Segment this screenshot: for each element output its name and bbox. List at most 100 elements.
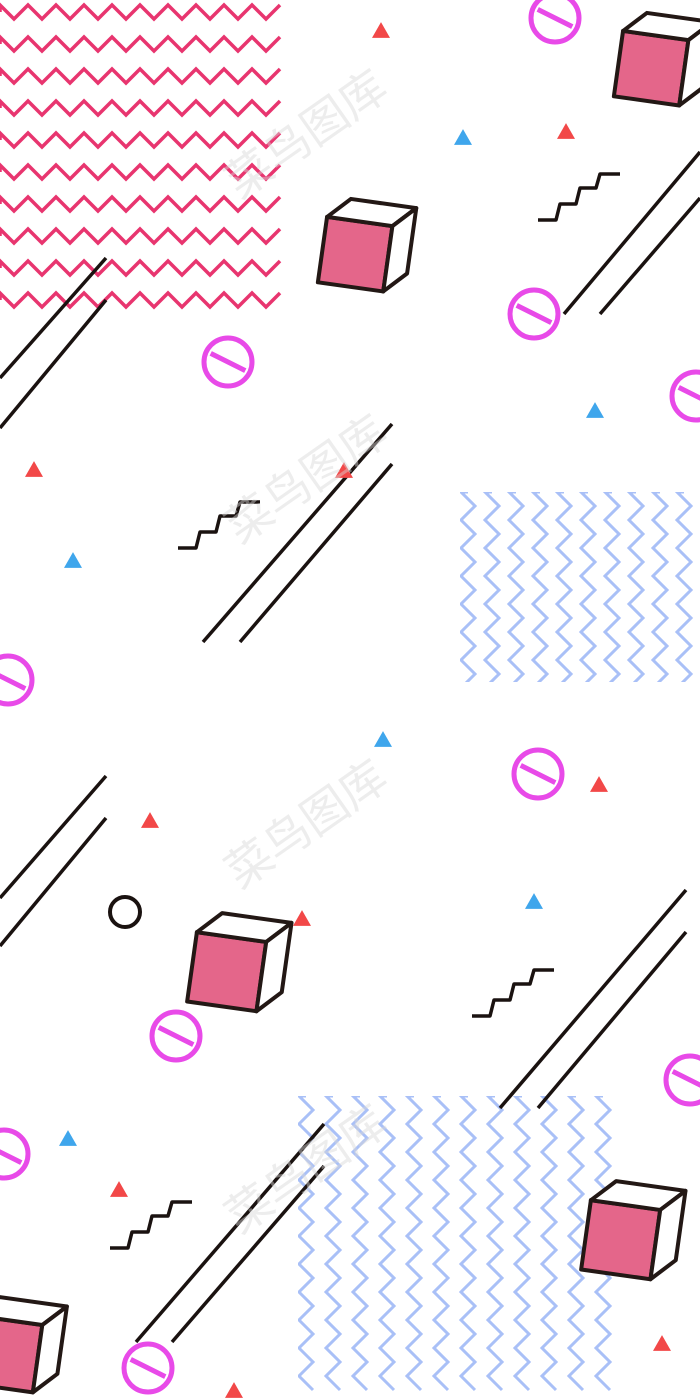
no-entry-bar [671,1069,700,1088]
no-entry-sign-icon [0,1127,31,1181]
ring-icon [108,895,142,929]
pink-zigzag-line [0,194,282,214]
cube-side-face [30,1304,69,1395]
cube-icon [579,1179,688,1282]
no-entry-ring [507,287,561,341]
diagonal-line [0,816,108,948]
no-entry-sign-icon [528,0,582,45]
blue-zigzag-line [539,1096,559,1392]
triangle-icon [372,22,390,38]
triangle-icon [25,461,43,477]
no-entry-sign-icon [201,335,255,389]
diagonal-line [0,774,108,900]
no-entry-ring [528,0,582,45]
blue-zigzag-line [460,492,478,682]
squiggle-icon [538,172,620,222]
triangle-icon [64,552,82,568]
no-entry-sign-icon [669,369,700,423]
cube-side-face [677,20,700,108]
no-entry-ring [149,1009,203,1063]
diagonal-line [170,1164,326,1344]
cube-icon [185,911,294,1014]
diagonal-line [0,298,108,430]
blue-zigzag-line [323,1096,343,1392]
no-entry-ring [663,1053,700,1107]
triangle-icon [141,812,159,828]
no-entry-ring [669,369,700,423]
triangle-icon [590,776,608,792]
cube-side-face [381,206,419,294]
diagonal-line [536,930,688,1110]
no-entry-bar [0,673,27,691]
cube-top-face [621,10,700,43]
diagonal-line [201,422,394,644]
triangle-icon [225,1382,243,1398]
squiggle-icon [472,968,554,1018]
blue-zigzag-line [298,1096,316,1392]
watermark-text: 菜鸟图库 [215,749,397,899]
blue-zigzag-pattern [460,492,694,682]
no-entry-bar [536,7,574,29]
no-entry-bar [209,351,247,373]
pink-zigzag-line [0,226,282,246]
blue-zigzag-line [674,492,694,682]
watermark-text: 菜鸟图库 [215,59,397,209]
blue-zigzag-line [458,1096,478,1392]
diagonal-line [134,1122,326,1344]
triangle-icon [335,462,353,478]
blue-zigzag-line [485,1096,505,1392]
no-entry-sign-icon [149,1009,203,1063]
squiggle-icons [110,172,620,1250]
blue-zigzag-line [506,492,526,682]
blue-zigzag-line [650,492,670,682]
blue-zigzag-line [404,1096,424,1392]
no-entry-bar [677,385,700,401]
triangle-icon [653,1335,671,1351]
pink-zigzag-line [0,290,282,310]
pink-zigzag-line [0,2,282,22]
diagonal-line [0,256,108,380]
no-entry-bar [157,1025,195,1047]
blue-zigzag-line [530,492,550,682]
blue-zigzag-line [554,492,574,682]
no-entry-ring [511,747,565,801]
cube-side-face [648,1188,688,1282]
cube-icon [0,1295,69,1395]
triangle-icon [110,1181,128,1197]
triangle-icons [25,22,671,1398]
pink-zigzag-line [0,130,282,150]
blue-zigzag-pattern [298,1096,613,1392]
no-entry-sign-icon [511,747,565,801]
no-entry-sign-icon [0,653,35,707]
cube-front-face [315,214,395,294]
no-entry-bar [515,303,553,325]
blue-zigzag-line [626,492,646,682]
diagonal-line-pairs [0,150,700,1344]
no-entry-sign-icon [663,1053,700,1107]
no-entry-bar [0,1149,23,1165]
cube-icon [611,10,700,108]
blue-zigzag-line [350,1096,370,1392]
pink-zigzag-line [0,98,282,118]
triangle-icon [59,1130,77,1146]
blue-zigzag-line [482,492,502,682]
diagonal-line [498,888,688,1110]
pink-zigzag-line [0,258,282,278]
blue-zigzag-line [578,492,598,682]
no-entry-bar [129,1357,167,1379]
triangle-icon [525,893,543,909]
triangle-icon [374,731,392,747]
blue-zigzag-line [377,1096,397,1392]
squiggle-icon [178,500,260,550]
diagonal-line [598,196,700,316]
triangle-icon [586,402,604,418]
triangle-icon [557,123,575,139]
triangle-icon [454,129,472,145]
cube-icon [315,196,419,294]
cube-front-face [579,1198,663,1282]
diagonal-line [238,462,394,644]
cube-front-face [185,930,269,1014]
no-entry-ring [201,335,255,389]
